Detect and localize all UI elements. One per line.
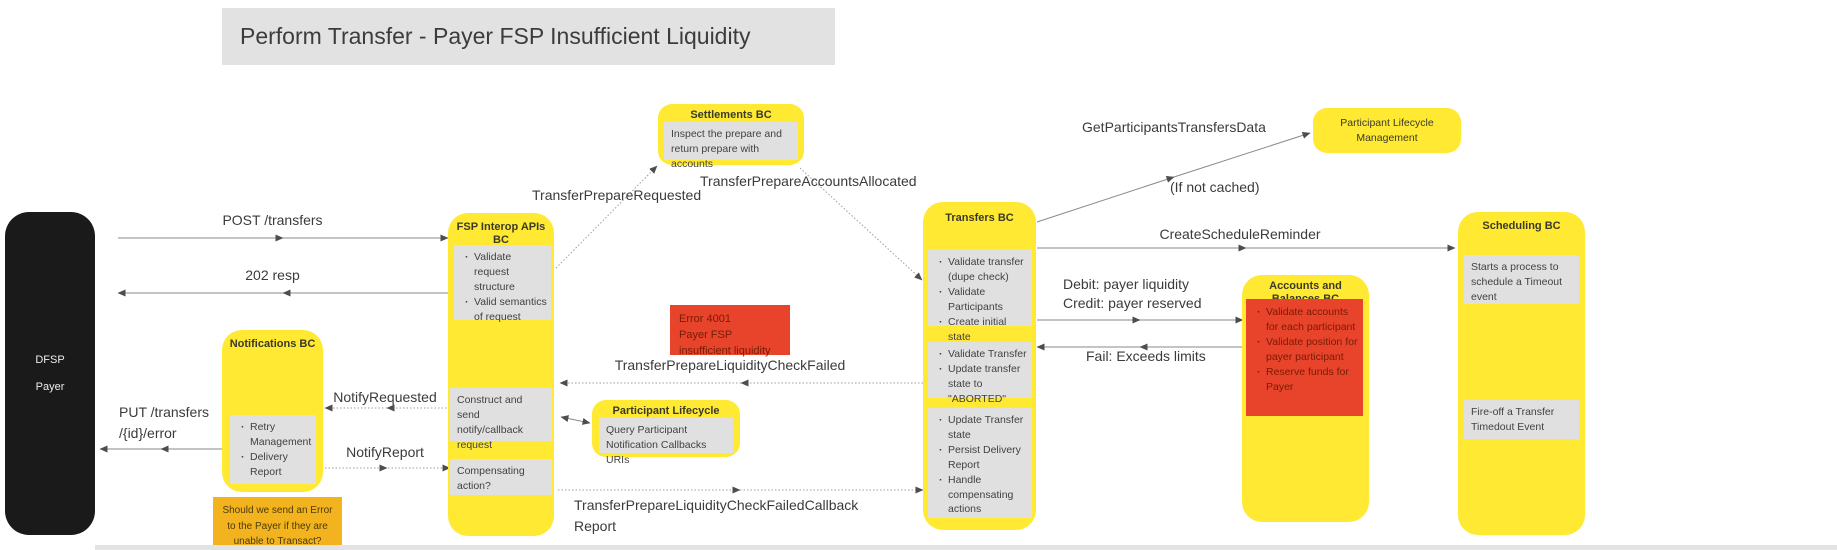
message-if-not-cached: (If not cached)	[1170, 179, 1260, 195]
bottom-edge-strip	[95, 545, 1837, 550]
note-question: Should we send an Error to the Payer if …	[213, 497, 342, 548]
notifications-item: Delivery Report	[241, 450, 312, 480]
node-accounts-balances-bc: Accounts and Balances BC Validate accoun…	[1242, 275, 1369, 522]
actor-name: DFSP	[35, 354, 65, 366]
node-scheduling-bc: Scheduling BC Starts a process to schedu…	[1458, 212, 1585, 535]
panel-participant-lifecycle-note: Query Participant Notification Callbacks…	[599, 418, 733, 466]
transfers-update-item: Persist Delivery Report	[939, 443, 1028, 473]
node-participant-lifecycle-title: Participant Lifecycle	[612, 405, 720, 417]
transfers-update-item: Update Transfer state	[939, 413, 1028, 443]
message-transfer-prepare-requested: TransferPrepareRequested	[532, 187, 702, 203]
error-detail: Payer FSP insufficient liquidity	[679, 328, 771, 357]
actor-role: Payer	[35, 381, 65, 393]
message-notify-requested: NotifyRequested	[333, 389, 437, 405]
message-transfer-prepare-accounts-allocated: TransferPrepareAccountsAllocated	[700, 173, 917, 189]
panel-notifications-items: Retry Management Delivery Report	[230, 415, 316, 484]
diagram-title: Perform Transfer - Payer FSP Insufficien…	[240, 23, 751, 49]
node-transfers-title: Transfers BC	[945, 212, 1014, 224]
node-settlements-title: Settlements BC	[690, 109, 772, 121]
transfers-validate-item: Validate Participants	[939, 285, 1028, 315]
message-202-resp: 202 resp	[245, 267, 300, 283]
panel-fsp-compensating: Compensating action?	[450, 459, 552, 495]
node-notifications-bc: Notifications BC Retry Management Delive…	[222, 330, 323, 492]
node-transfers-bc: Transfers BC Validate transfer (dupe che…	[923, 202, 1036, 530]
notifications-item: Retry Management	[241, 420, 312, 450]
message-create-schedule-reminder: CreateScheduleReminder	[1159, 226, 1321, 242]
panel-transfers-validate: Validate transfer (dupe check) Validate …	[928, 250, 1032, 343]
message-post-transfers: POST /transfers	[222, 212, 323, 228]
panel-fsp-construct: Construct and send notify/callback reque…	[450, 388, 552, 451]
panel-fsp-validation: Validate request structure Valid semanti…	[454, 245, 551, 323]
fsp-validation-item: Valid semantics of request	[465, 295, 547, 325]
message-credit-payer-reserved: Credit: payer reserved	[1063, 295, 1202, 311]
transfers-validate-item: Create initial state	[939, 315, 1028, 345]
diagram-title-bar: Perform Transfer - Payer FSP Insufficien…	[222, 8, 835, 65]
node-fsp-interop-bc: FSP Interop APIs BC Validate request str…	[448, 213, 554, 536]
panel-scheduling-fire: Fire-off a Transfer Timedout Event	[1464, 400, 1579, 439]
error-code: Error 4001	[679, 313, 731, 325]
message-debit-payer-liquidity: Debit: payer liquidity	[1063, 276, 1190, 292]
actor-dfsp-payer: DFSP Payer	[5, 212, 95, 535]
transfers-abort-item: Update transfer state to "ABORTED"	[939, 362, 1028, 407]
message-notify-report: NotifyReport	[346, 444, 424, 460]
node-fsp-interop-title: FSP Interop APIs BC	[456, 221, 546, 246]
node-plm-title: Participant Lifecycle Management	[1340, 117, 1434, 144]
node-scheduling-title: Scheduling BC	[1482, 220, 1561, 232]
message-put-transfers-error: PUT /transfers /{id}/error	[119, 404, 209, 441]
transfers-abort-item: Validate Transfer	[939, 347, 1028, 362]
panel-transfers-abort: Validate Transfer Update transfer state …	[928, 342, 1032, 405]
transfers-update-item: Handle compensating actions	[939, 473, 1028, 518]
node-notifications-title: Notifications BC	[229, 338, 316, 350]
accounts-item: Validate accounts for each participant	[1257, 305, 1359, 335]
message-transfer-prepare-liquidity-check-failed-callback: TransferPrepareLiquidityCheckFailedCallb…	[574, 497, 859, 534]
message-fail-exceeds-limits: Fail: Exceeds limits	[1086, 348, 1206, 364]
fsp-validation-item: Validate request structure	[465, 250, 547, 295]
transfers-validate-item: Validate transfer (dupe check)	[939, 255, 1028, 285]
message-get-participants-transfers-data: GetParticipantsTransfersData	[1082, 119, 1266, 135]
accounts-item: Reserve funds for Payer	[1257, 365, 1359, 395]
panel-transfers-update: Update Transfer state Persist Delivery R…	[928, 408, 1032, 518]
node-settlements-bc: Settlements BC Inspect the prepare and r…	[658, 104, 804, 170]
message-transfer-prepare-liquidity-check-failed: TransferPrepareLiquidityCheckFailed	[614, 357, 846, 373]
node-participant-lifecycle: Participant Lifecycle Query Participant …	[592, 400, 740, 466]
node-participant-lifecycle-management: Participant Lifecycle Management	[1313, 108, 1461, 153]
panel-scheduling-timeout: Starts a process to schedule a Timeout e…	[1464, 255, 1579, 304]
note-error-4001: Error 4001 Payer FSP insufficient liquid…	[670, 305, 790, 357]
accounts-item: Validate position for payer participant	[1257, 335, 1359, 365]
panel-settlements-note: Inspect the prepare and return prepare w…	[664, 122, 798, 170]
panel-accounts-balances-items: Validate accounts for each participant V…	[1246, 299, 1363, 416]
